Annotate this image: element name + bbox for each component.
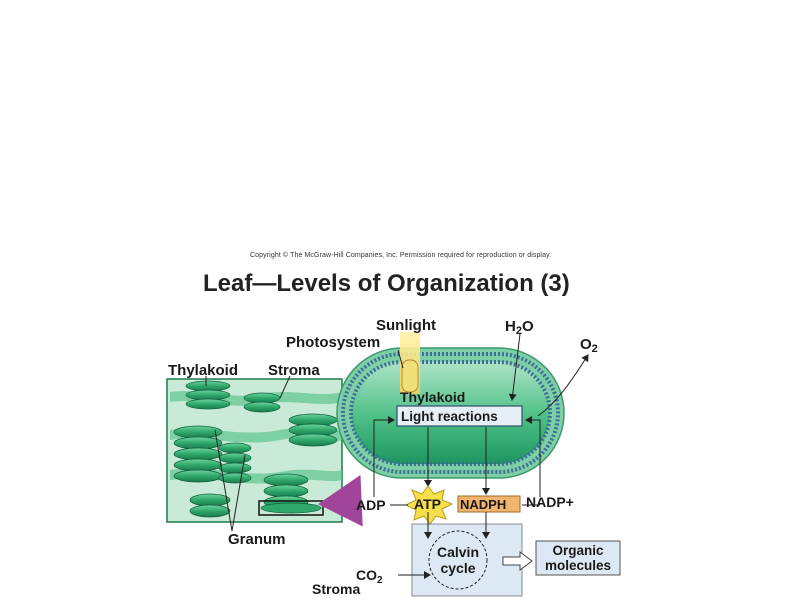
atp-label: ATP bbox=[414, 496, 441, 512]
cycle-label: cycle bbox=[440, 560, 475, 576]
photosystem-label: Photosystem bbox=[286, 334, 380, 351]
photosystem-complex bbox=[401, 359, 419, 393]
granum-illustration bbox=[166, 378, 343, 523]
thylakoid-inner-label: Thylakoid bbox=[400, 389, 465, 405]
nadp-label: NADP+ bbox=[526, 494, 574, 510]
co2-label: CO2 bbox=[356, 567, 383, 586]
stroma-label-top: Stroma bbox=[268, 362, 320, 379]
granum-label: Granum bbox=[228, 531, 286, 548]
zoom-arrow bbox=[317, 475, 363, 527]
calvin-label: Calvin bbox=[437, 544, 479, 560]
o2-label: O2 bbox=[580, 336, 598, 355]
sunlight-label: Sunlight bbox=[376, 317, 436, 334]
nadph-label: NADPH bbox=[460, 497, 506, 512]
nadph-box bbox=[457, 495, 521, 513]
h2o-label: H2O bbox=[505, 318, 534, 337]
calvin-cycle-circle bbox=[428, 530, 488, 590]
output-arrow bbox=[502, 551, 533, 571]
page-title: Leaf—Levels of Organization (3) bbox=[203, 270, 570, 297]
stroma-label-bottom: Stroma bbox=[312, 581, 360, 597]
organic-molecules-box bbox=[535, 540, 621, 576]
thylakoid-label: Thylakoid bbox=[168, 362, 238, 379]
molecules-label: molecules bbox=[545, 558, 611, 573]
light-reactions-label: Light reactions bbox=[401, 409, 498, 424]
copyright-notice: Copyright © The McGraw-Hill Companies, I… bbox=[250, 252, 552, 259]
adp-label: ADP bbox=[356, 497, 386, 513]
organic-label: Organic bbox=[552, 543, 604, 558]
light-reactions-box bbox=[396, 405, 523, 427]
